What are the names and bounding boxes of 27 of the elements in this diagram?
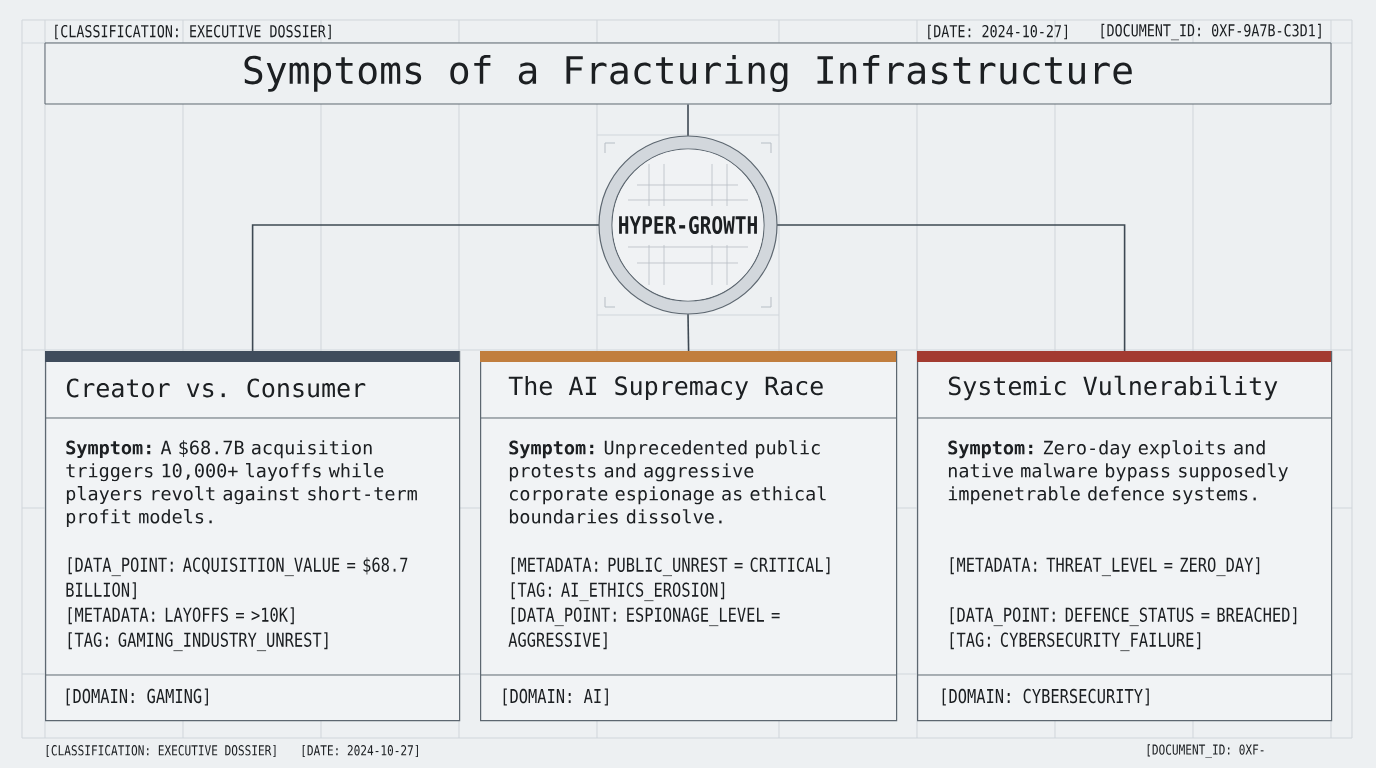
metadata-tag: [TAG: AI_ETHICS_EROSION] bbox=[511, 582, 725, 602]
card-heading: The AI Supremacy Race bbox=[508, 375, 823, 401]
metadata-tag: [DATA_POINT: ESPIONAGE_LEVEL = AGGRESSIVE] bbox=[508, 607, 780, 650]
domain-tag: [DOMAIN: CYBERSECURITY] bbox=[942, 688, 1149, 706]
card-heading: Systemic Vulnerability bbox=[948, 375, 1278, 401]
domain-tag: [DOMAIN: AI] bbox=[503, 688, 608, 706]
metadata-tag: [DATA_POINT: DEFENCE_STATUS = BREACHED] bbox=[950, 607, 1297, 627]
connector-line bbox=[776, 224, 1126, 352]
node-label: HYPER-GROWTH bbox=[619, 215, 757, 235]
metadata-tag: [TAG: GAMING_INDUSTRY_UNREST] bbox=[68, 632, 328, 652]
metadata-tag: [METADATA: THREAT_LEVEL = ZERO_DAY] bbox=[950, 557, 1260, 577]
footer-text: [DOCUMENT_ID: 0XF- bbox=[1147, 744, 1264, 758]
connector-line bbox=[251, 224, 600, 352]
footer-text: [DATE: 2024-10-27] bbox=[302, 744, 418, 758]
metadata-tag: [DATA_POINT: ACQUISITION_VALUE = $68.7 BILLION] bbox=[66, 557, 408, 600]
symptom-text: Symptom: Zero-day exploits and native malware bypass supposedly impenetrable defence systems. bbox=[948, 440, 1288, 505]
connector-line bbox=[687, 313, 690, 352]
symptom-text: Symptom: Unprecedented public protests and aggressive corporate espionage as ethical boundaries dissolve. bbox=[509, 440, 826, 524]
metadata-tag: [TAG: CYBERSECURITY_FAILURE] bbox=[950, 632, 1201, 652]
domain-tag: [DOMAIN: GAMING] bbox=[66, 688, 208, 706]
title-box: Symptoms of a Fracturing Infrastructure bbox=[44, 42, 1332, 105]
footer-text: [CLASSIFICATION: EXECUTIVE DOSSIER] bbox=[46, 744, 276, 758]
metadata-tag: [METADATA: PUBLIC_UNREST = CRITICAL] bbox=[511, 557, 830, 577]
card-heading: Creator vs. Consumer bbox=[66, 378, 366, 398]
symptom-text: Symptom: A $68.7B acquisition triggers 10,000+ layoffs while players revolt against short-term profit models. bbox=[66, 440, 417, 528]
metadata-tag: [METADATA: LAYOFFS = >10K] bbox=[68, 607, 294, 625]
connector-line bbox=[687, 103, 689, 137]
